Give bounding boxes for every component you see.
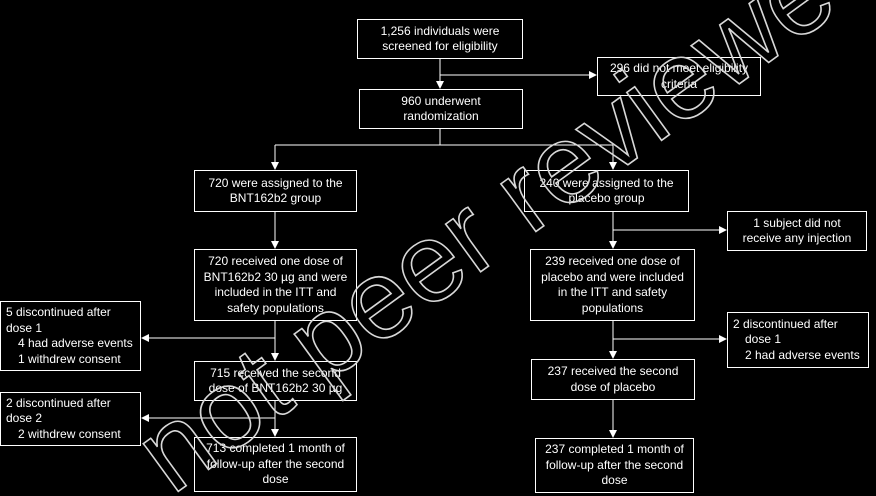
- ineligible-line-1: 296 did not meet eligibility: [609, 61, 749, 75]
- screened-line-1: 1,256 individuals were: [380, 23, 500, 38]
- ineligible-line-2: criteria: [660, 76, 697, 91]
- bnt-disc1-box: 5 discontinued after dose 1 4 had advers…: [0, 301, 141, 371]
- ineligible-box: 296 did not meet eligibility criteria: [597, 57, 761, 96]
- placebo-followup-box: 237 completed 1 month of follow-up after…: [535, 438, 694, 493]
- bnt-followup-line-3: dose: [262, 472, 289, 487]
- placebo-assigned-box: 240 were assigned to the placebo group: [524, 170, 689, 212]
- placebo-dose2-box: 237 received the second dose of placebo: [531, 359, 695, 400]
- bnt-dose2-line-2: dose of BNT162b2 30 µg: [208, 381, 343, 395]
- placebo-disc1-box: 2 discontinued after dose 1 2 had advers…: [727, 312, 869, 368]
- placebo-dose1-box: 239 received one dose of placebo and wer…: [530, 249, 695, 321]
- bnt-disc1-line-4: 1 withdrew consent: [18, 351, 121, 366]
- no-injection-line-1: 1 subject did not: [753, 215, 841, 230]
- bnt-dose1-line-4: safety populations: [227, 300, 324, 315]
- placebo-disc1-line-1: 2 discontinued after: [733, 316, 838, 331]
- placebo-followup-line-2: follow-up after the second: [545, 457, 684, 472]
- placebo-disc1-line-3: 2 had adverse events: [745, 347, 860, 362]
- placebo-disc1-line-2: dose 1: [745, 332, 782, 347]
- bnt-disc2-line-2: dose 2: [6, 411, 43, 426]
- placebo-dose1-line-1: 239 received one dose of: [545, 254, 680, 268]
- bnt-followup-line-1: 713 completed 1 month of: [206, 441, 345, 456]
- randomized-line-1: 960 underwent: [401, 93, 481, 108]
- screened-box: 1,256 individuals were screened for elig…: [357, 19, 523, 59]
- bnt-assigned-box: 720 were assigned to the BNT162b2 group: [194, 170, 357, 212]
- placebo-dose1-line-2: placebo and were included: [541, 269, 684, 284]
- bnt-followup-line-2: follow-up after the second: [206, 456, 345, 471]
- bnt-dose1-line-2: BNT162b2 30 µg and were: [203, 269, 348, 284]
- bnt-disc2-line-1: 2 discontinued after: [6, 395, 111, 410]
- no-injection-box: 1 subject did not receive any injection: [727, 211, 867, 251]
- placebo-dose2-line-2: dose of placebo: [570, 379, 656, 394]
- bnt-dose2-line-1: 715 received the second: [210, 365, 341, 380]
- bnt-disc1-line-1: 5 discontinued after: [6, 305, 111, 319]
- placebo-followup-line-3: dose: [601, 473, 628, 488]
- placebo-assigned-line-1: 240 were assigned to the: [539, 175, 674, 190]
- placebo-dose1-line-3: in the ITT and safety: [557, 285, 668, 299]
- randomized-box: 960 underwent randomization: [359, 89, 523, 129]
- randomized-line-2: randomization: [403, 109, 479, 123]
- bnt-dose1-box: 720 received one dose of BNT162b2 30 µg …: [194, 249, 357, 321]
- bnt-assigned-line-1: 720 were assigned to the: [208, 175, 343, 190]
- bnt-dose1-line-1: 720 received one dose of: [208, 254, 343, 268]
- no-injection-line-2: receive any injection: [742, 231, 852, 245]
- bnt-dose2-box: 715 received the second dose of BNT162b2…: [194, 361, 357, 401]
- bnt-disc1-line-3: 4 had adverse events: [18, 336, 133, 350]
- bnt-assigned-line-2: BNT162b2 group: [229, 191, 322, 205]
- bnt-disc1-line-2: dose 1: [6, 320, 43, 335]
- bnt-disc2-line-3: 2 withdrew consent: [18, 426, 121, 441]
- placebo-followup-line-1: 237 completed 1 month of: [545, 442, 684, 457]
- bnt-disc2-box: 2 discontinued after dose 2 2 withdrew c…: [0, 392, 141, 446]
- placebo-dose1-line-4: populations: [581, 300, 644, 315]
- placebo-assigned-line-2: placebo group: [568, 191, 645, 205]
- placebo-dose2-line-1: 237 received the second: [547, 364, 679, 378]
- screened-line-2: screened for eligibility: [382, 39, 498, 53]
- bnt-followup-box: 713 completed 1 month of follow-up after…: [194, 437, 357, 492]
- bnt-dose1-line-3: included in the ITT and: [214, 285, 337, 299]
